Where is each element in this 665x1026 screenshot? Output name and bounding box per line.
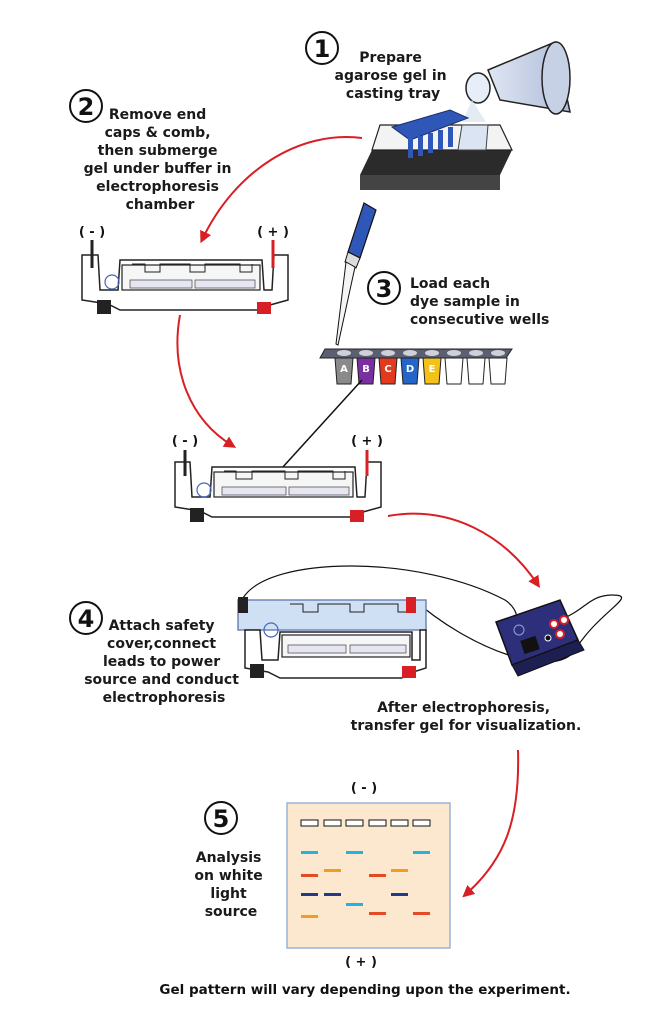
gel-well bbox=[300, 819, 319, 827]
gel-positive-label: ( + ) bbox=[345, 955, 377, 970]
step-2-label: Remove end caps & comb, then submerge ge… bbox=[84, 107, 237, 213]
gel-well bbox=[323, 819, 342, 827]
pouring-flask-icon bbox=[462, 40, 571, 122]
step-4-label: Attach safety cover,connect leads to pow… bbox=[84, 618, 244, 706]
arrow-chamber-to-loading bbox=[176, 314, 237, 448]
gel-well bbox=[368, 819, 387, 827]
step-5-label: Analysis on white light source bbox=[194, 850, 267, 920]
step-1-label: Prepare agarose gel in casting tray bbox=[335, 50, 452, 102]
electrophoresis-chamber-1-icon bbox=[81, 240, 289, 314]
gel-band bbox=[301, 851, 318, 854]
footer-caption: Gel pattern will vary depending upon the… bbox=[159, 982, 570, 998]
transfer-note: After electrophoresis, transfer gel for … bbox=[351, 700, 582, 734]
step-1-number-badge: 1 bbox=[305, 31, 339, 65]
gel-well bbox=[412, 819, 431, 827]
svg-text:3: 3 bbox=[376, 275, 393, 303]
arrow-tray-to-chamber bbox=[200, 136, 363, 244]
svg-text:5: 5 bbox=[213, 805, 230, 833]
gel-band bbox=[391, 869, 408, 872]
electrophoresis-chamber-2-icon bbox=[174, 450, 382, 522]
sample-tube-e-label: E bbox=[429, 364, 436, 375]
gel-result bbox=[286, 802, 451, 949]
arrow-run-to-gel bbox=[462, 749, 520, 898]
step-4-number-badge: 4 bbox=[69, 601, 103, 635]
step-3-number-badge: 3 bbox=[367, 271, 401, 305]
svg-text:2: 2 bbox=[78, 93, 95, 121]
gel-band bbox=[301, 874, 318, 877]
sample-tube-a: A bbox=[334, 357, 354, 385]
red-lead-wire bbox=[411, 594, 623, 663]
sample-tube-b: B bbox=[356, 357, 376, 385]
chamber-1-negative-label: ( - ) bbox=[79, 225, 105, 240]
empty-tubes bbox=[444, 357, 508, 385]
sample-tube-d: D bbox=[400, 357, 420, 385]
gel-band bbox=[301, 915, 318, 918]
electrophoresis-chamber-3-icon bbox=[237, 597, 427, 679]
sample-tube-b-label: B bbox=[362, 364, 370, 375]
step-3-label: Load each dye sample in consecutive well… bbox=[410, 276, 549, 328]
gel-band bbox=[413, 912, 430, 915]
gel-band bbox=[324, 869, 341, 872]
sample-tube-d-label: D bbox=[406, 364, 414, 375]
step-2-number-badge: 2 bbox=[69, 89, 103, 123]
sample-tube-c: C bbox=[378, 357, 398, 385]
chamber-2-negative-label: ( - ) bbox=[172, 434, 198, 449]
power-supply-icon bbox=[495, 599, 585, 677]
svg-text:4: 4 bbox=[78, 605, 95, 633]
gel-band bbox=[301, 893, 318, 896]
chamber-2-positive-label: ( + ) bbox=[351, 434, 383, 449]
gel-band bbox=[369, 874, 386, 877]
chamber-1-positive-label: ( + ) bbox=[257, 225, 289, 240]
sample-tube-a-label: A bbox=[340, 364, 348, 375]
sample-tube-e: E bbox=[422, 357, 442, 385]
sample-tube-strip bbox=[319, 348, 513, 359]
arrow-loading-to-run bbox=[387, 512, 540, 589]
gel-band bbox=[346, 903, 363, 906]
gel-band bbox=[324, 893, 341, 896]
gel-negative-label: ( - ) bbox=[351, 781, 377, 796]
gel-band bbox=[369, 912, 386, 915]
step-5-number-badge: 5 bbox=[204, 801, 238, 835]
casting-tray-icon bbox=[360, 109, 513, 190]
sample-tube-c-label: C bbox=[384, 364, 391, 375]
gel-band bbox=[413, 851, 430, 854]
svg-text:1: 1 bbox=[314, 35, 331, 63]
gel-band bbox=[346, 851, 363, 854]
gel-well bbox=[345, 819, 364, 827]
gel-band bbox=[391, 893, 408, 896]
gel-well bbox=[390, 819, 409, 827]
pipette-icon bbox=[335, 202, 377, 346]
